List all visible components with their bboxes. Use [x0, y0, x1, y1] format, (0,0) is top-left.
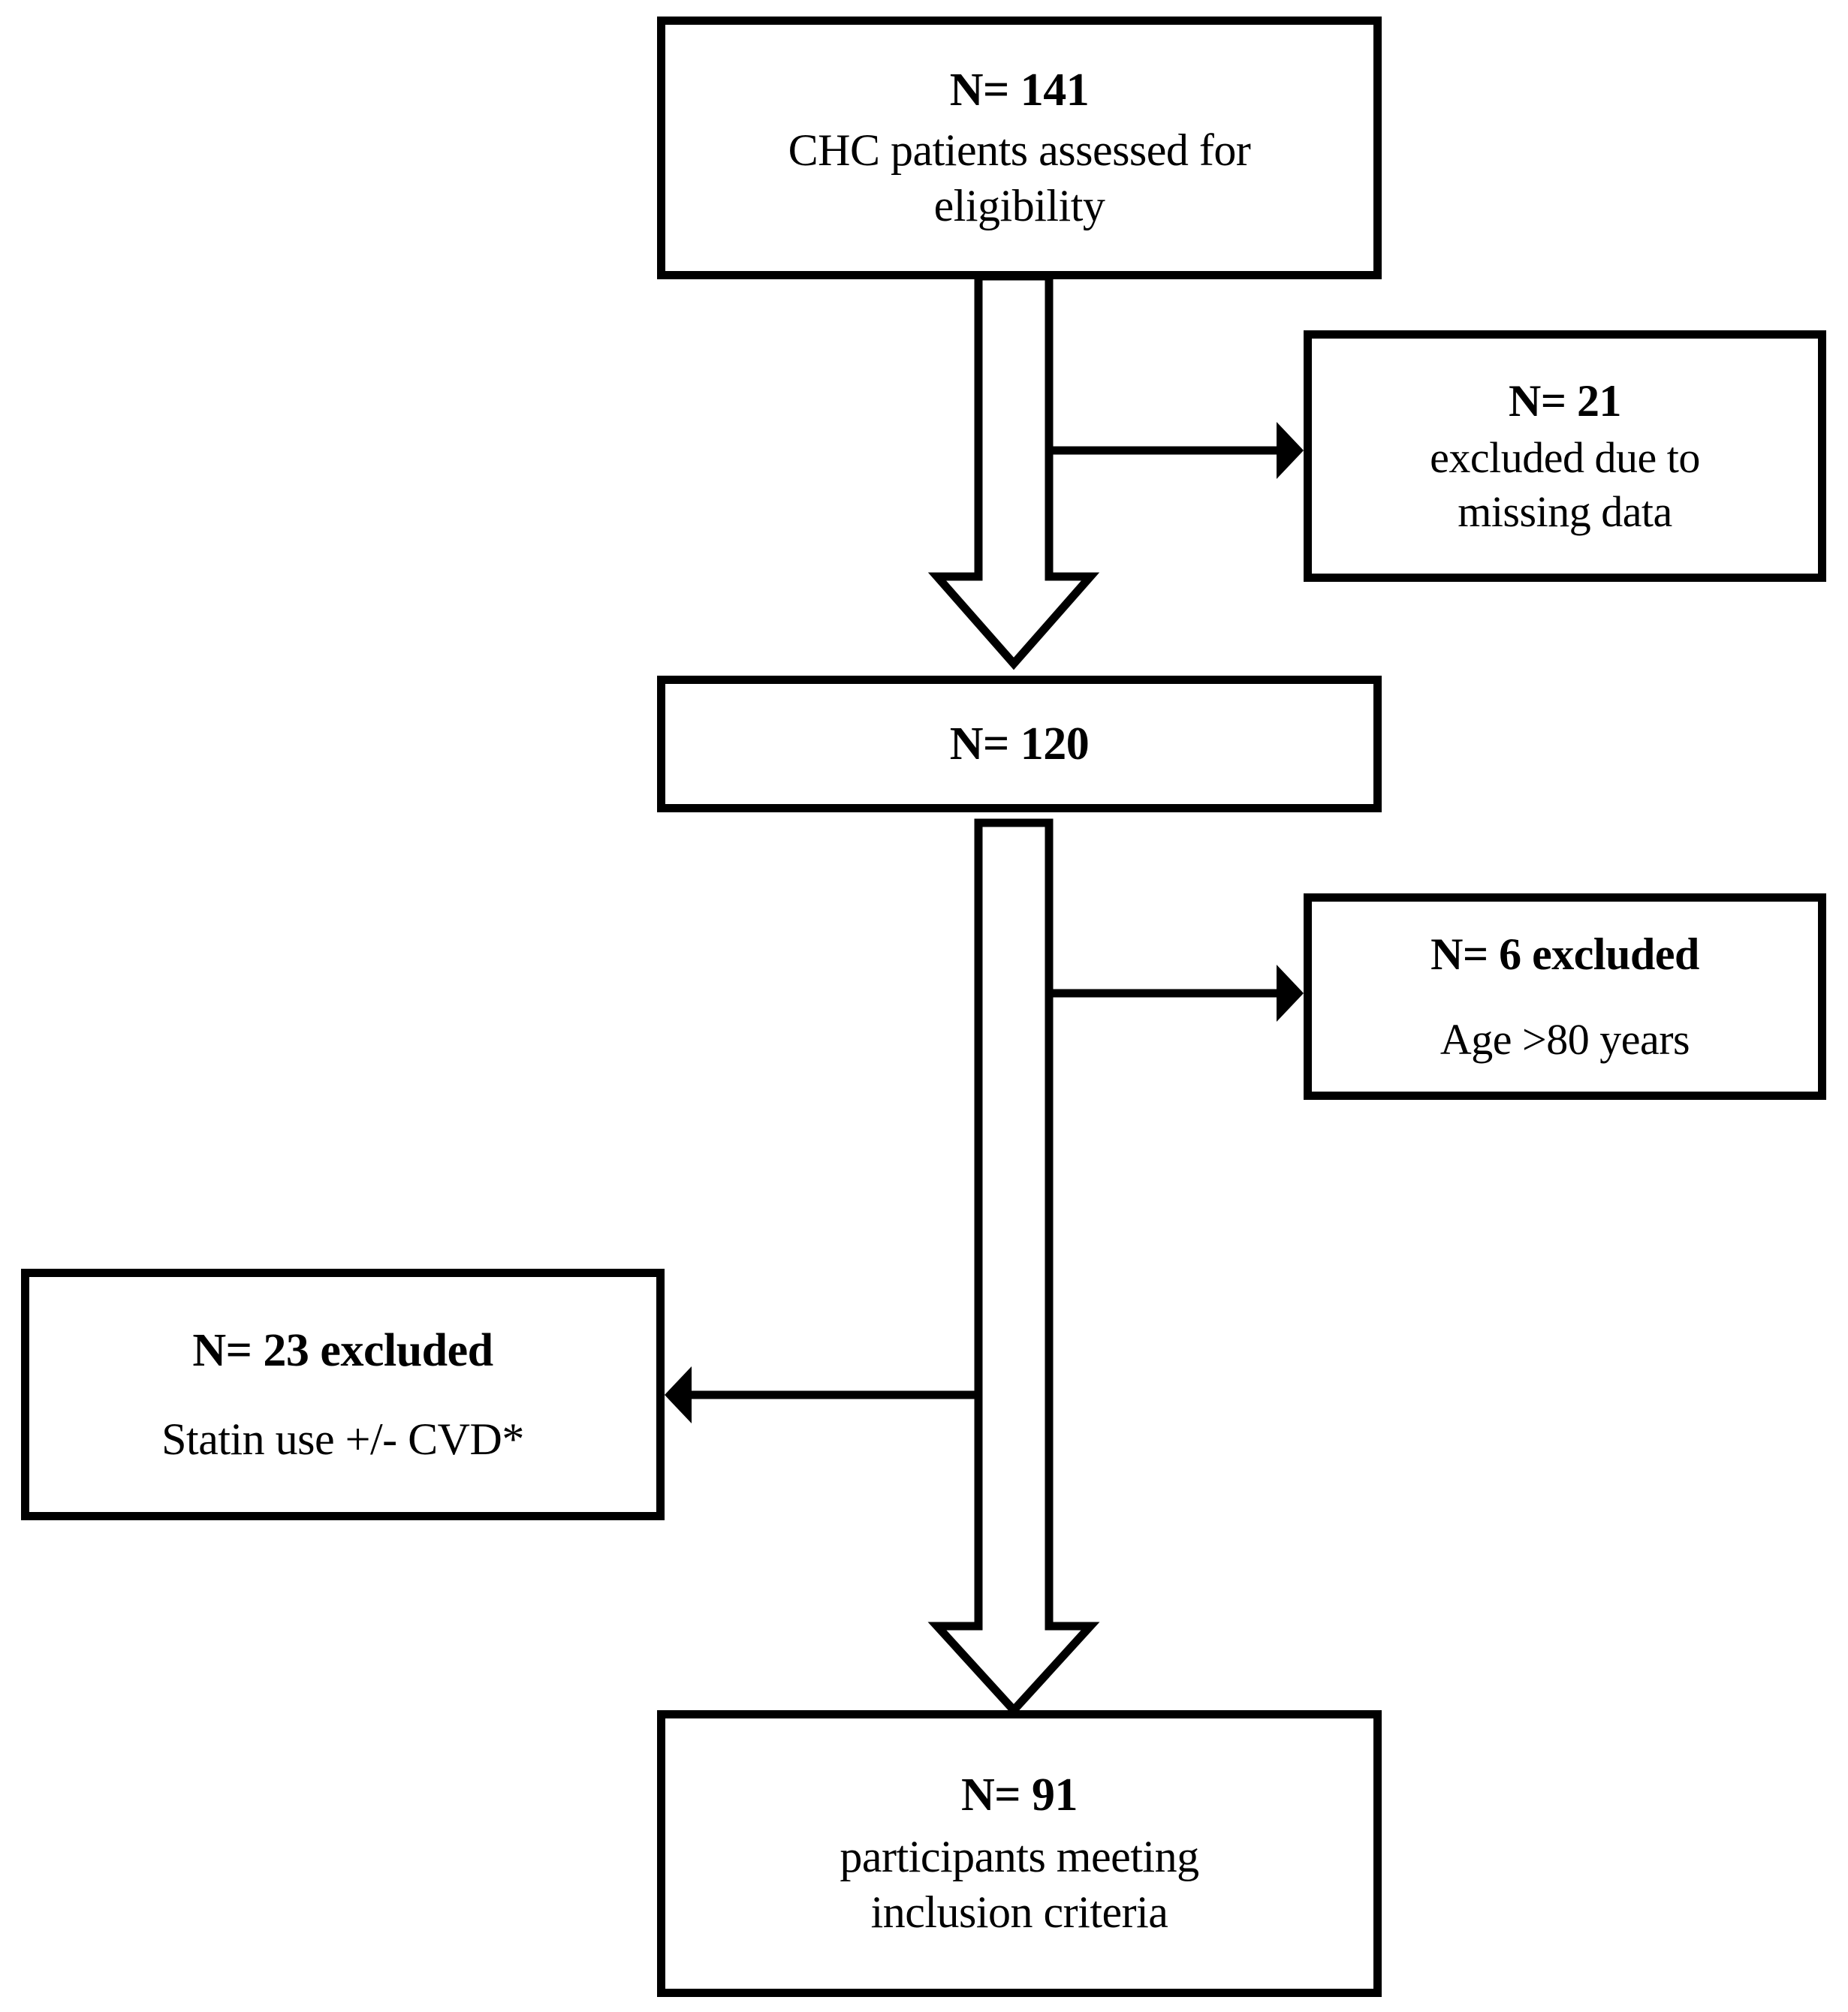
- node-excluded-statin-cvd: N= 23 excluded Statin use +/- CVD*: [21, 1269, 665, 1520]
- node-excluded-missing-description-line1: excluded due to: [1430, 432, 1700, 482]
- block-arrow-1: [927, 272, 1100, 670]
- node-excluded-statin-count: N= 23 excluded: [192, 1324, 493, 1376]
- node-excluded-age-description: Age >80 years: [1440, 1014, 1690, 1064]
- arrowhead-to-excluded-age: [1277, 965, 1304, 1022]
- node-excluded-missing-description-line2: missing data: [1458, 486, 1672, 536]
- node-assessed-description-line2: eligibility: [933, 181, 1105, 231]
- node-excluded-missing-data: N= 21 excluded due to missing data: [1304, 330, 1826, 582]
- node-included-count: N= 91: [960, 1770, 1078, 1821]
- node-assessed-count: N= 141: [949, 65, 1090, 116]
- node-excluded-missing-count: N= 21: [1508, 376, 1622, 426]
- node-excluded-age: N= 6 excluded Age >80 years: [1304, 893, 1826, 1100]
- node-included-description-line1: participants meeting: [840, 1832, 1199, 1882]
- node-assessed-for-eligibility: N= 141 CHC patients assessed for eligibi…: [657, 17, 1382, 279]
- node-assessed-description-line1: CHC patients assessed for: [788, 125, 1251, 176]
- node-excluded-age-count: N= 6 excluded: [1430, 929, 1699, 980]
- node-eligible-count: N= 120: [949, 718, 1090, 770]
- node-eligible-cohort: N= 120: [657, 676, 1382, 812]
- arrowhead-to-excluded-statin: [665, 1366, 692, 1423]
- node-excluded-statin-description: Statin use +/- CVD*: [161, 1414, 524, 1464]
- block-arrow-2: [927, 818, 1100, 1717]
- arrowhead-to-excluded-missing: [1277, 422, 1304, 479]
- node-included-participants: N= 91 participants meeting inclusion cri…: [657, 1710, 1382, 1997]
- node-included-description-line2: inclusion criteria: [870, 1887, 1168, 1938]
